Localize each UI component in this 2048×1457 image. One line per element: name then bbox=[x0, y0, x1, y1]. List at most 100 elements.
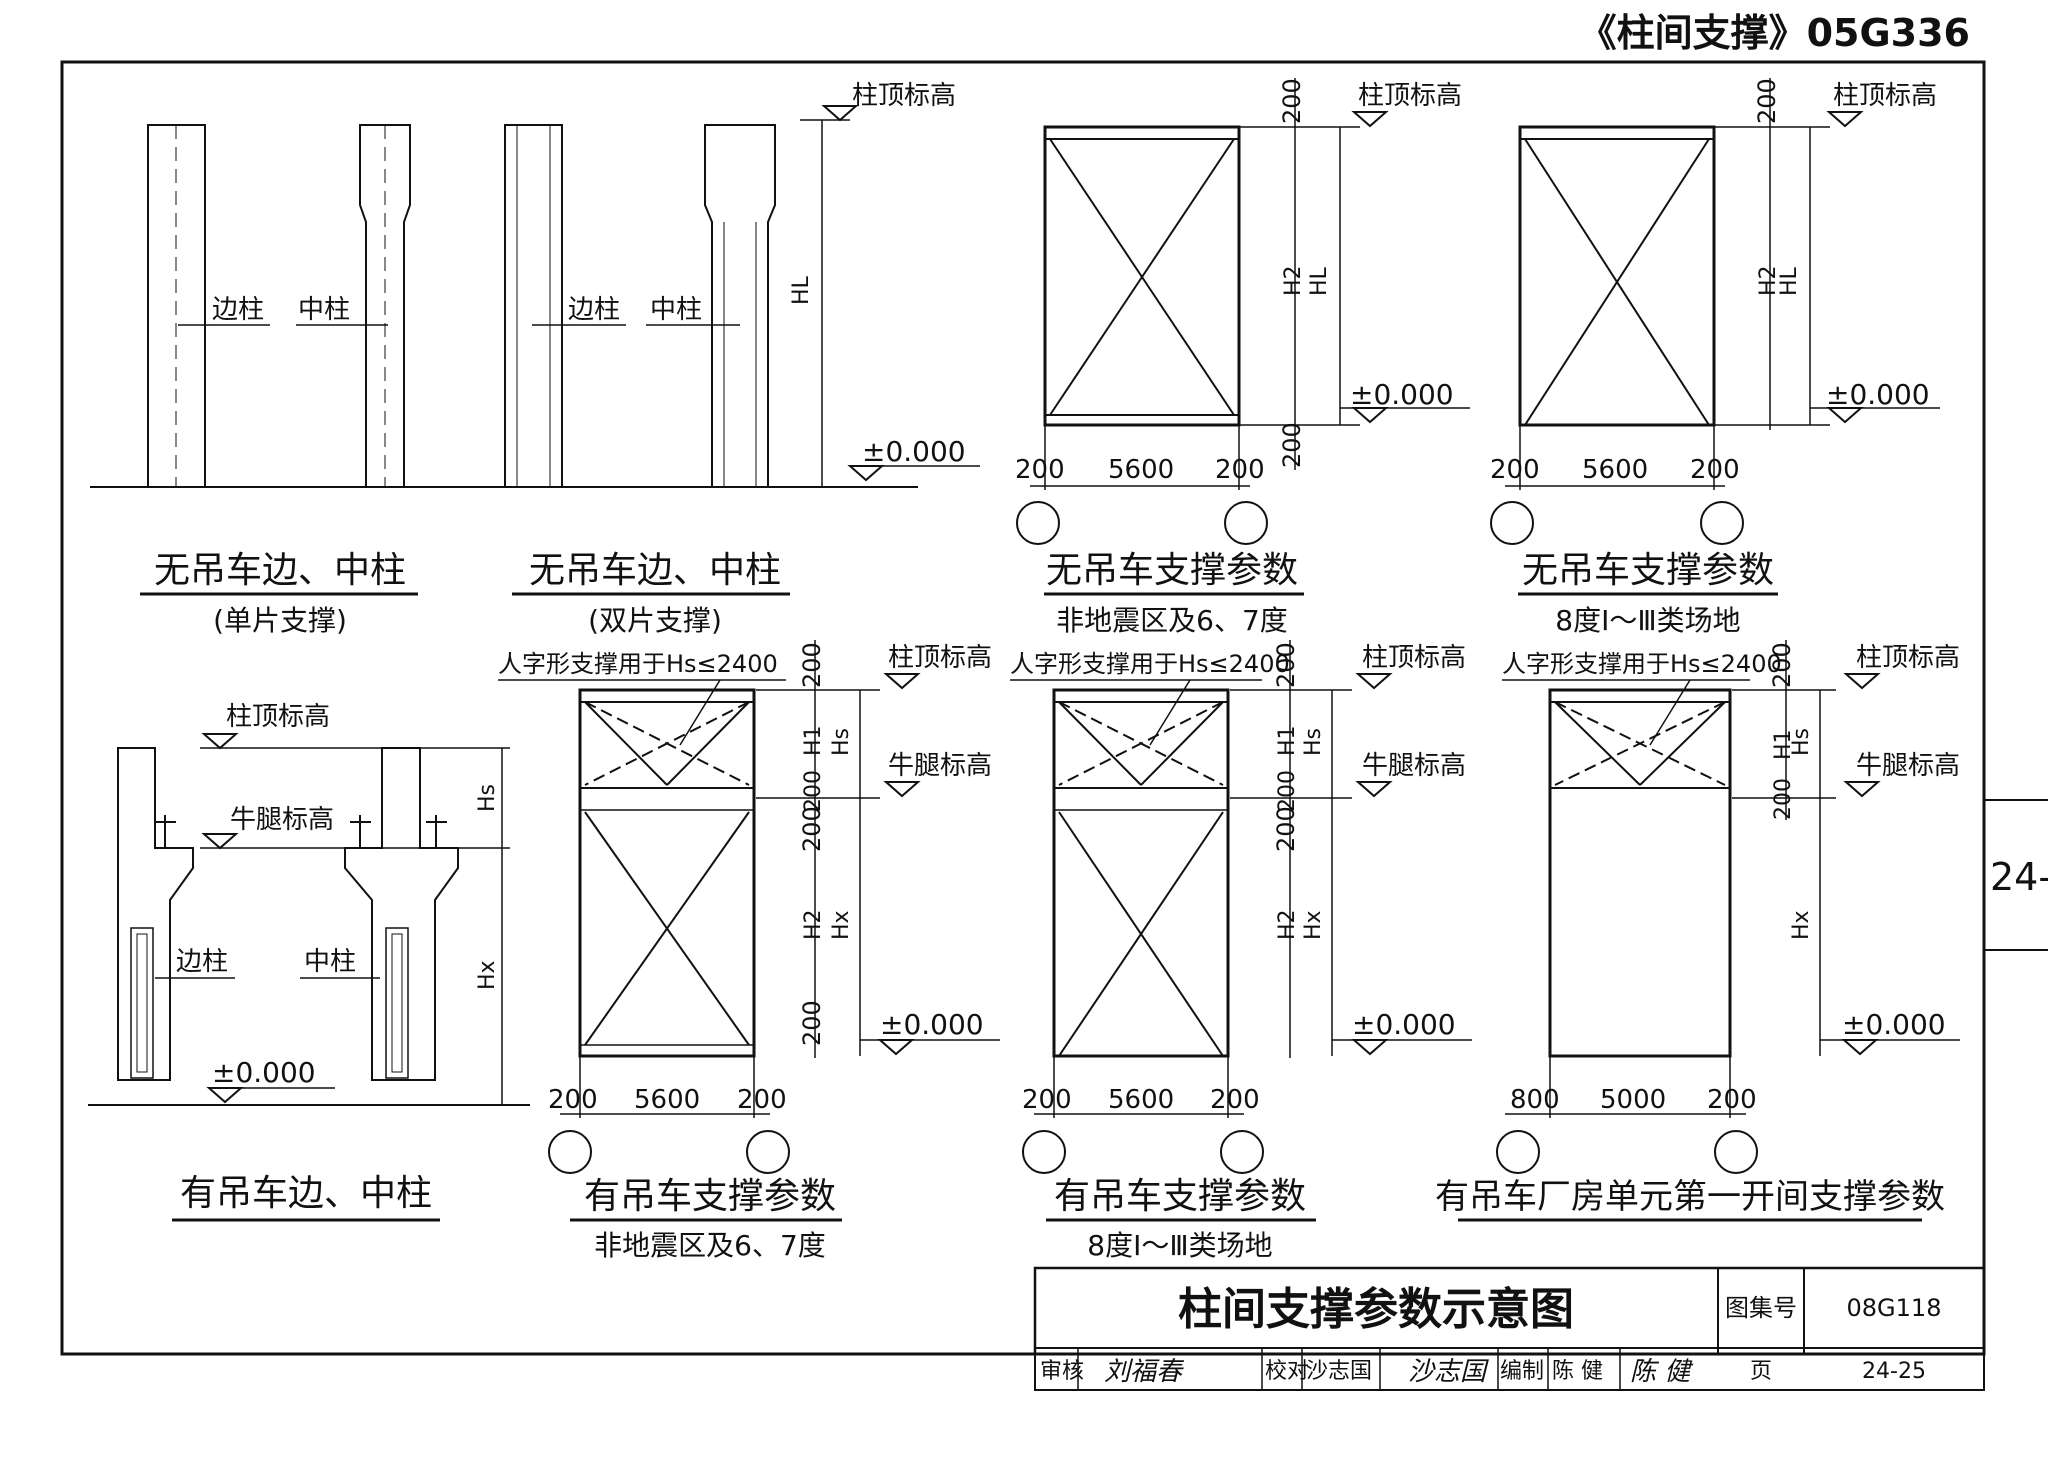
col-top-label-p7: 柱顶标高 bbox=[1362, 643, 1466, 673]
col-top-label-p5: 柱顶标高 bbox=[226, 702, 330, 732]
dim-H1-p6: H1 bbox=[801, 725, 826, 756]
p1-title: 无吊车边、中柱 bbox=[154, 550, 406, 591]
header-code-title: 《柱间支撑》05G336 bbox=[1579, 11, 1970, 55]
dim-5000-p8: 5000 bbox=[1600, 1085, 1666, 1115]
chevron-note-p6: 人字形支撑用于Hs≤2400 bbox=[498, 650, 778, 678]
col-top-label-p3: 柱顶标高 bbox=[1358, 81, 1462, 111]
panel-no-crane-bracing-nonseismic: 200 5600 200 200 H2 200 HL 柱顶标高 ±0.000 无… bbox=[1015, 78, 1470, 637]
panel-no-crane-columns-double: 边柱 中柱 柱顶标高 HL ±0.000 无吊车边、中柱 (双片支撑) bbox=[504, 81, 980, 637]
middle-column-p1 bbox=[359, 124, 411, 488]
p6-title: 有吊车支撑参数 bbox=[584, 1176, 836, 1217]
dim-200-a-p6: 200 bbox=[798, 642, 826, 688]
ground-label-p4: ±0.000 bbox=[1826, 378, 1930, 411]
title-block: 柱间支撑参数示意图 图集号 08G118 bbox=[1033, 1266, 1986, 1356]
chevron-note-p8: 人字形支撑用于Hs≤2400 bbox=[1502, 650, 1782, 678]
dim-200-c-p7: 200 bbox=[1272, 806, 1300, 852]
p3-title: 无吊车支撑参数 bbox=[1046, 550, 1298, 591]
dim-200-right-p7: 200 bbox=[1210, 1085, 1260, 1115]
dim-200-left-p6: 200 bbox=[548, 1085, 598, 1115]
dim-5600-p4: 5600 bbox=[1582, 455, 1648, 485]
middle-column-p2 bbox=[704, 124, 776, 488]
p6-subtitle: 非地震区及6、7度 bbox=[594, 1229, 826, 1262]
dim-H2-p3: H2 bbox=[1281, 265, 1306, 296]
dim-H2-p7: H2 bbox=[1275, 909, 1300, 940]
ground-label-p6: ±0.000 bbox=[880, 1008, 984, 1041]
panel-no-crane-bracing-8deg: 200 5600 200 200 H2 HL 柱顶标高 ±0.000 无吊车支撑… bbox=[1490, 78, 1940, 637]
dim-200-a-p8: 200 bbox=[1768, 642, 1796, 688]
col-top-label-p4: 柱顶标高 bbox=[1833, 81, 1937, 111]
dim-200-left-p4: 200 bbox=[1490, 455, 1540, 485]
p7-subtitle: 8度Ⅰ～Ⅲ类场地 bbox=[1087, 1229, 1272, 1262]
dim-Hx-p8: Hx bbox=[1789, 910, 1814, 940]
atlas-no: 08G118 bbox=[1847, 1294, 1942, 1322]
dim-200-right-p6: 200 bbox=[737, 1085, 787, 1115]
ground-label-p2: ±0.000 bbox=[862, 435, 966, 468]
dim-200-right-p8: 200 bbox=[1707, 1085, 1757, 1115]
check-label: 校对 bbox=[1265, 1359, 1309, 1384]
dim-H1-p8: H1 bbox=[1771, 729, 1796, 760]
bracket-label-p8: 牛腿标高 bbox=[1856, 751, 1960, 781]
dim-200-c-p6: 200 bbox=[798, 806, 826, 852]
p4-subtitle: 8度Ⅰ～Ⅲ类场地 bbox=[1555, 604, 1740, 637]
edge-col-label-p5: 边柱 bbox=[176, 947, 228, 977]
ground-label-p3: ±0.000 bbox=[1350, 378, 1454, 411]
dim-200-b-p8: 200 bbox=[1771, 778, 1796, 820]
dim-200-right-p3: 200 bbox=[1215, 455, 1265, 485]
dim-200-d-p6: 200 bbox=[798, 1000, 826, 1046]
mid-col-label-p5: 中柱 bbox=[304, 947, 356, 977]
p2-title: 无吊车边、中柱 bbox=[529, 550, 781, 591]
dim-200-a-p7: 200 bbox=[1272, 642, 1300, 688]
review-signature: 刘福春 bbox=[1104, 1357, 1185, 1387]
title-block-signature-row: 审核 刘福春 校对 沙志国 沙志国 编制 陈 健 陈 健 页 24-25 bbox=[1034, 1347, 1985, 1391]
ground-label-p5: ±0.000 bbox=[212, 1056, 316, 1089]
atlas-no-label: 图集号 bbox=[1725, 1294, 1797, 1322]
draw-label: 编制 bbox=[1500, 1359, 1544, 1384]
dim-200-left-p3: 200 bbox=[1015, 455, 1065, 485]
edge-column-p2 bbox=[504, 124, 563, 488]
check-name: 沙志国 bbox=[1306, 1359, 1372, 1384]
dim-200-top-p4: 200 bbox=[1753, 78, 1781, 124]
draw-name: 陈 健 bbox=[1552, 1359, 1603, 1384]
ground-label-p7: ±0.000 bbox=[1352, 1008, 1456, 1041]
panel-no-crane-columns-single: 边柱 中柱 无吊车边、中柱 (单片支撑) bbox=[90, 124, 918, 637]
p4-title: 无吊车支撑参数 bbox=[1522, 550, 1774, 591]
panel-crane-bracing-8deg: 人字形支撑用于Hs≤2400 200 5600 200 200 H1 200 2… bbox=[1010, 640, 1472, 1262]
dim-5600-p6: 5600 bbox=[634, 1085, 700, 1115]
mid-col-label-p1: 中柱 bbox=[298, 295, 350, 325]
check-signature: 沙志国 bbox=[1408, 1357, 1489, 1387]
middle-column-p5 bbox=[344, 747, 459, 1081]
dim-Hs-p6: Hs bbox=[829, 728, 854, 756]
p7-title: 有吊车支撑参数 bbox=[1054, 1176, 1306, 1217]
dim-200-b-p7: 200 bbox=[1275, 770, 1300, 812]
p1-subtitle: (单片支撑) bbox=[213, 604, 347, 637]
dim-H2-p4: H2 bbox=[1756, 265, 1781, 296]
dim-200-right-p4: 200 bbox=[1690, 455, 1740, 485]
dim-200-top-p3: 200 bbox=[1278, 78, 1306, 124]
panel-crane-first-bay-bracing: 人字形支撑用于Hs≤2400 800 5000 200 200 H1 200 H… bbox=[1435, 640, 1960, 1222]
dim-5600-p3: 5600 bbox=[1108, 455, 1174, 485]
sheet-border bbox=[60, 60, 1986, 1356]
dim-HL-p3: HL bbox=[1307, 266, 1332, 296]
panel-crane-bracing-nonseismic: 人字形支撑用于Hs≤2400 200 5600 200 200 H1 200 2… bbox=[498, 640, 1000, 1262]
chevron-note-p7: 人字形支撑用于Hs≤2400 bbox=[1010, 650, 1290, 678]
col-top-label-p6: 柱顶标高 bbox=[888, 643, 992, 673]
dim-HL-p2: HL bbox=[789, 275, 814, 305]
edge-col-label-p1: 边柱 bbox=[212, 295, 264, 325]
drawing-title: 柱间支撑参数示意图 bbox=[1178, 1284, 1574, 1335]
dim-Hs-p5: Hs bbox=[475, 784, 500, 812]
p5-title: 有吊车边、中柱 bbox=[180, 1173, 432, 1214]
col-top-label-p8: 柱顶标高 bbox=[1856, 643, 1960, 673]
mid-col-label-p2: 中柱 bbox=[650, 295, 702, 325]
col-top-label-p2: 柱顶标高 bbox=[852, 81, 956, 111]
p8-title: 有吊车厂房单元第一开间支撑参数 bbox=[1435, 1177, 1945, 1217]
ground-label-p8: ±0.000 bbox=[1842, 1008, 1946, 1041]
dim-Hx-p7: Hx bbox=[1301, 910, 1326, 940]
bracket-label-p7: 牛腿标高 bbox=[1362, 751, 1466, 781]
bracket-label-p5: 牛腿标高 bbox=[230, 805, 334, 835]
dim-Hs-p7: Hs bbox=[1301, 728, 1326, 756]
dim-5600-p7: 5600 bbox=[1108, 1085, 1174, 1115]
dim-200-b-p6: 200 bbox=[801, 770, 826, 812]
dim-800-p8: 800 bbox=[1510, 1085, 1560, 1115]
dim-Hx-p6: Hx bbox=[829, 910, 854, 940]
